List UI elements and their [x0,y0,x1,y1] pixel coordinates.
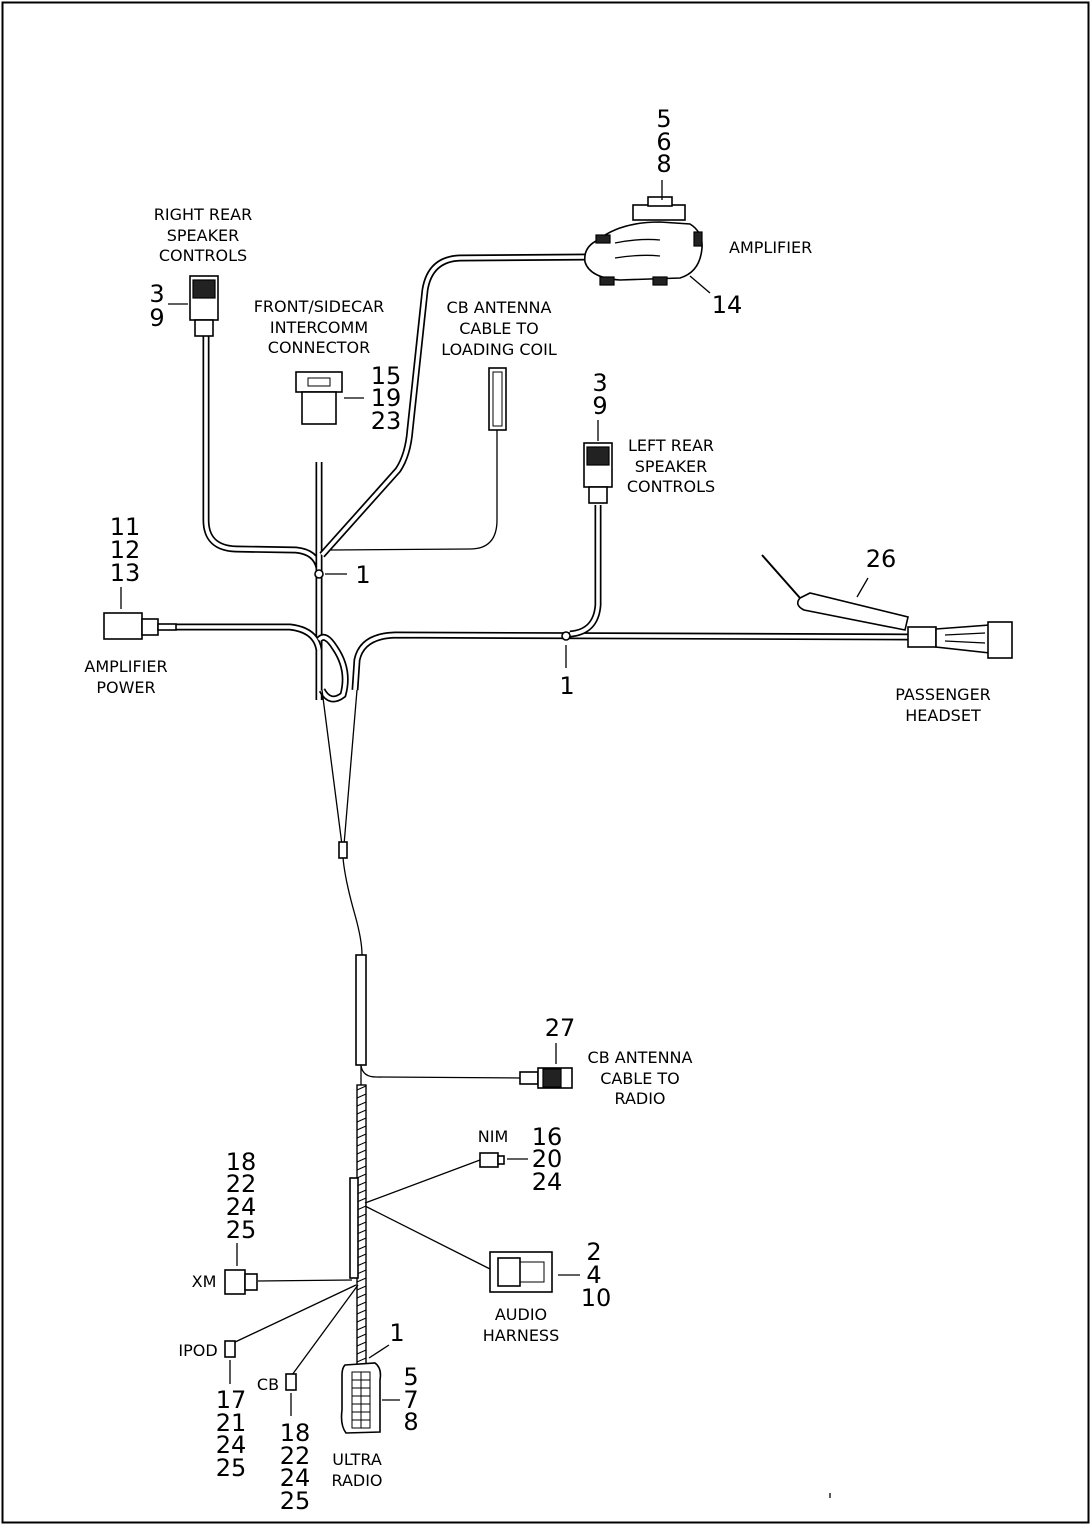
callout-xm-4: 25 [226,1216,257,1244]
label-xm: XM [192,1272,217,1291]
callout-amp-top-2: 6 [656,128,671,156]
cb-radio-antenna-connector [519,1067,573,1089]
callout-cb-radio: 27 [545,1014,576,1042]
right-rear-speaker-connector [189,275,219,337]
callout-amp-side: 14 [712,291,743,319]
callout-audio-2: 4 [586,1261,601,1289]
label-amp-power-2: POWER [96,678,155,697]
label-cb-coil-3: LOADING COIL [441,340,557,359]
callout-clip-lower: 1 [389,1319,404,1347]
callout-cb-4: 25 [280,1487,311,1515]
callout-xm-2: 22 [226,1170,257,1198]
label-cb-radio-2: CABLE TO [600,1069,680,1088]
label-right-rear-3: CONTROLS [159,246,247,265]
callout-ultra-radio-1: 5 [403,1363,418,1391]
label-amp-power-1: AMPLIFIER [84,657,167,676]
label-audio-harness-1: AUDIO [495,1305,547,1324]
label-nim: NIM [478,1127,509,1146]
callout-clip-right: 1 [559,672,574,700]
passenger-headset-connector [907,621,1013,659]
callout-ipod-4: 25 [216,1454,247,1482]
callout-right-rear-1: 3 [149,280,164,308]
callout-nim-1: 16 [532,1123,563,1151]
callout-left-rear-2: 9 [592,392,607,420]
label-intercomm-3: CONNECTOR [268,338,370,357]
label-ipod: IPOD [178,1341,217,1360]
callout-cb-2: 22 [280,1442,311,1470]
callout-cb-3: 24 [280,1464,311,1492]
label-intercomm-1: FRONT/SIDECAR [254,297,385,316]
callout-headset-antenna: 26 [866,545,897,573]
label-left-rear-2: SPEAKER [635,457,708,476]
label-intercomm-2: INTERCOMM [270,318,368,337]
label-left-rear-3: CONTROLS [627,477,715,496]
callout-numbers: 5 6 8 14 3 9 15 19 23 3 9 11 12 13 1 1 2… [110,105,897,1515]
callout-ipod-3: 24 [216,1431,247,1459]
label-right-rear-1: RIGHT REAR [154,205,252,224]
callout-xm-1: 18 [226,1148,257,1176]
clip-upper [314,569,324,579]
label-ultra-radio-1: ULTRA [332,1450,382,1469]
callout-right-rear-2: 9 [149,304,164,332]
xm-connector [224,1269,258,1295]
callout-xm-3: 24 [226,1193,257,1221]
callout-amp-top-3: 8 [656,150,671,178]
callout-amp-power-2: 12 [110,536,141,564]
trunk-splice [338,841,348,859]
callout-ipod-1: 17 [216,1386,247,1414]
leader-lines [120,180,869,1498]
label-right-rear-2: SPEAKER [167,226,240,245]
label-headset-1: PASSENGER [895,685,991,704]
label-headset-2: HEADSET [905,706,981,725]
callout-left-rear-1: 3 [592,369,607,397]
nim-connector [479,1152,505,1168]
label-cb-radio-1: CB ANTENNA [588,1048,693,1067]
callout-clip-upper: 1 [355,561,370,589]
ultra-radio-connector [340,1362,382,1434]
label-cb: CB [257,1375,279,1394]
headset-antenna [761,554,909,631]
callout-intercomm-2: 19 [371,384,402,412]
callout-intercomm-3: 23 [371,407,402,435]
label-ultra-radio-2: RADIO [331,1471,382,1490]
label-amplifier: AMPLIFIER [729,238,812,257]
callout-nim-3: 24 [532,1168,563,1196]
label-audio-harness-2: HARNESS [483,1326,559,1345]
left-rear-speaker-connector [583,442,613,504]
callout-amp-power-1: 11 [110,513,141,541]
callout-audio-3: 10 [581,1284,612,1312]
callout-intercomm-1: 15 [371,362,402,390]
amplifier-power-connector [103,612,177,640]
label-cb-radio-3: RADIO [614,1089,665,1108]
harness-wires [160,253,911,1376]
callout-ipod-2: 21 [216,1409,247,1437]
callout-amp-top-1: 5 [656,105,671,133]
label-left-rear-1: LEFT REAR [628,436,714,455]
cb-antenna-coil-connector [488,367,507,431]
callout-ultra-radio-3: 8 [403,1408,418,1436]
audio-harness-connector [489,1251,553,1293]
ipod-connector [224,1340,236,1358]
component-labels: RIGHT REAR SPEAKER CONTROLS FRONT/SIDECA… [84,205,990,1490]
callout-amp-power-3: 13 [110,559,141,587]
clip-right [561,631,571,641]
amplifier-unit [583,196,703,286]
callout-audio-1: 2 [586,1238,601,1266]
label-cb-coil-1: CB ANTENNA [447,298,552,317]
callout-cb-1: 18 [280,1419,311,1447]
callout-ultra-radio-2: 7 [403,1386,418,1414]
label-cb-coil-2: CABLE TO [459,319,539,338]
intercomm-connector [295,371,343,425]
callout-nim-2: 20 [532,1145,563,1173]
cb-connector [285,1373,297,1391]
